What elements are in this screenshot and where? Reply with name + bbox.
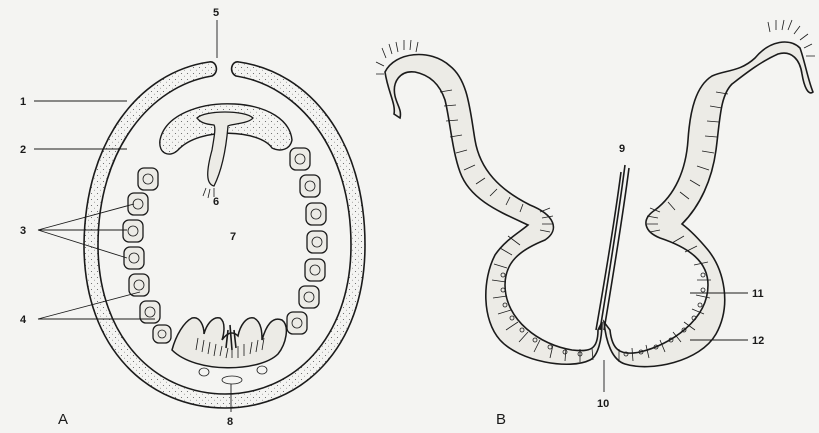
- label-5: 5: [213, 7, 219, 19]
- epithelium-right: [604, 42, 813, 367]
- cilia-inner-folds: [540, 208, 660, 232]
- leader-3c: [38, 230, 127, 258]
- bottom-vesicle-center: [222, 376, 242, 384]
- label-3: 3: [20, 225, 26, 237]
- bottom-vesicle-left: [199, 368, 209, 376]
- label-10: 10: [597, 398, 609, 410]
- panel-label-b: B: [496, 411, 506, 428]
- epithelium-left: [385, 55, 602, 365]
- panel-a-diagram: [34, 20, 365, 412]
- bottom-folds: [172, 318, 286, 368]
- label-1: 1: [20, 96, 26, 108]
- panel-label-a: A: [58, 411, 68, 428]
- panel-b-diagram: [376, 20, 815, 392]
- label-11: 11: [752, 288, 764, 300]
- label-6: 6: [213, 196, 219, 208]
- label-4: 4: [20, 314, 27, 326]
- label-8: 8: [227, 416, 233, 428]
- bottom-vesicle-right: [257, 366, 267, 374]
- label-9: 9: [619, 143, 625, 155]
- central-filament: [596, 165, 629, 330]
- label-7: 7: [230, 231, 236, 243]
- left-chambers: [123, 168, 171, 343]
- right-chambers: [287, 148, 327, 334]
- label-2: 2: [20, 144, 26, 156]
- label-12: 12: [752, 335, 764, 347]
